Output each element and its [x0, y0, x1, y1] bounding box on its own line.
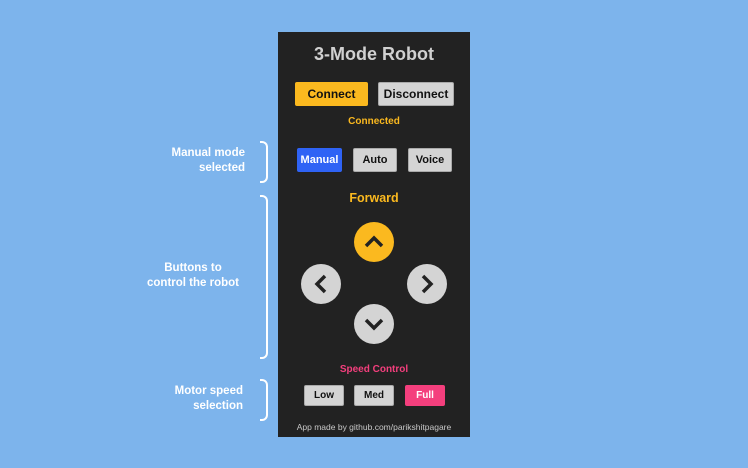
connection-status: Connected [348, 116, 400, 127]
mode-auto-button[interactable]: Auto [353, 148, 397, 172]
annotation-line: Manual mode [171, 147, 245, 159]
annotation-speed: Motor speed selection [175, 384, 243, 414]
annotation-line: control the robot [147, 277, 239, 289]
brace [260, 141, 268, 183]
disconnect-button[interactable]: Disconnect [378, 82, 454, 106]
annotation-line: selection [193, 400, 243, 412]
annotation-line: selected [198, 162, 245, 174]
speed-full-button[interactable]: Full [405, 385, 445, 406]
mode-manual-button[interactable]: Manual [297, 148, 342, 172]
app-title: 3-Mode Robot [314, 44, 434, 64]
left-button[interactable] [301, 264, 341, 304]
annotation-line: Motor speed [174, 385, 243, 397]
mode-voice-button[interactable]: Voice [408, 148, 452, 172]
chevron-left-icon [314, 274, 327, 294]
app-panel: 3-Mode Robot Connect Disconnect Connecte… [278, 32, 470, 437]
backward-button[interactable] [354, 304, 394, 344]
footer-credit: App made by github.com/parikshitpagare [296, 422, 452, 432]
chevron-up-icon [364, 235, 384, 248]
annotation-buttons: Buttons to control the robot [147, 261, 239, 291]
chevron-right-icon [421, 274, 434, 294]
forward-button[interactable] [354, 222, 394, 262]
speed-low-button[interactable]: Low [304, 385, 344, 406]
annotation-line: Buttons to [164, 262, 222, 274]
speed-med-button[interactable]: Med [354, 385, 394, 406]
chevron-down-icon [364, 318, 384, 331]
annotation-mode: Manual mode selected [172, 146, 245, 176]
connect-button[interactable]: Connect [295, 82, 368, 106]
brace [260, 379, 268, 421]
direction-status: Forward [349, 191, 399, 205]
right-button[interactable] [407, 264, 447, 304]
speed-label: Speed Control [339, 364, 409, 375]
brace [260, 195, 268, 359]
